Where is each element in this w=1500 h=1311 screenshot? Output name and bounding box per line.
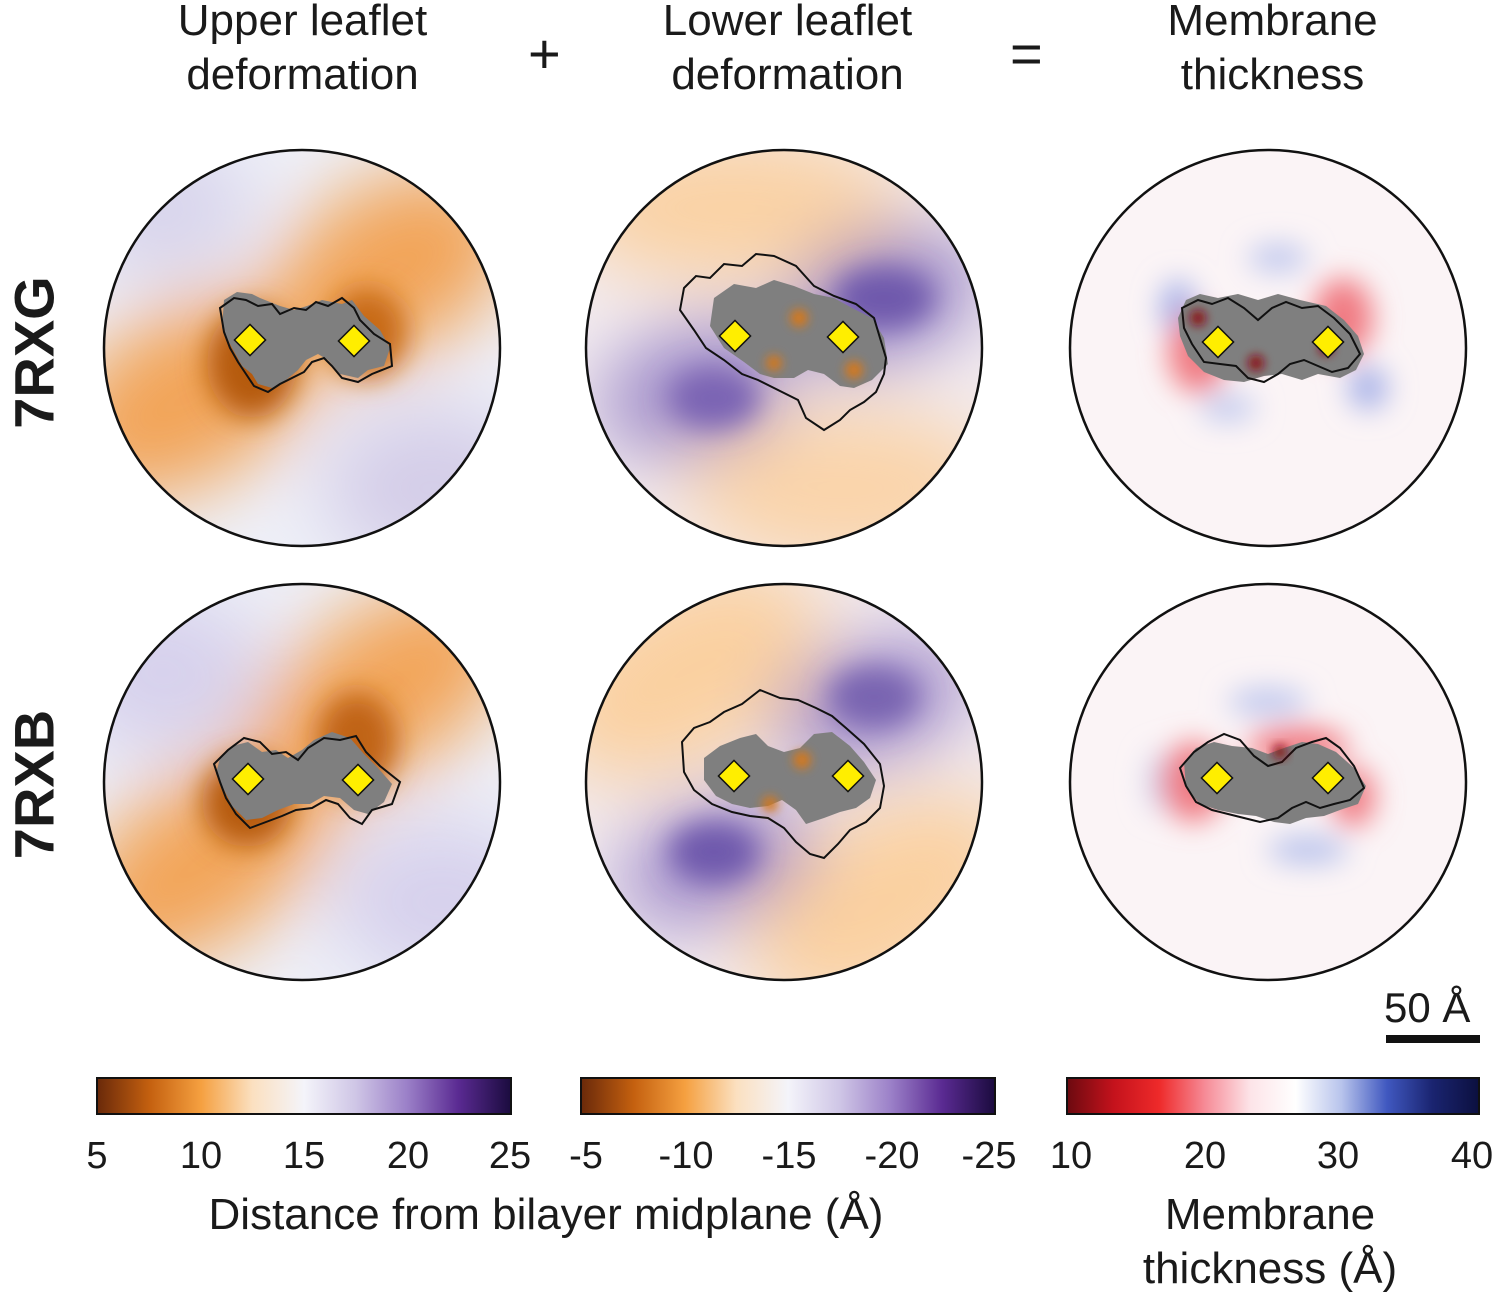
protein-footprint (710, 280, 888, 388)
colorbar-title-thickness: Membrane thickness (Å) (1090, 1188, 1450, 1296)
colorbar-upper (96, 1077, 512, 1115)
colorbar-thickness (1066, 1077, 1480, 1115)
header-upper-line2: deformation (186, 50, 419, 99)
tick-label: -25 (961, 1135, 1017, 1177)
yellow-marker (826, 320, 860, 354)
header-upper-line1: Upper leaflet (177, 0, 428, 45)
tick-label: -10 (658, 1135, 714, 1177)
tick-label: -15 (761, 1135, 817, 1177)
yellow-marker (717, 759, 751, 793)
equals-sign: = (1010, 22, 1043, 85)
yellow-marker (718, 319, 752, 353)
tick-label: 25 (488, 1135, 532, 1177)
panel-lower-7rxg (584, 148, 984, 548)
tick-label: 30 (1316, 1135, 1360, 1177)
header-thickness-line2: thickness (1180, 50, 1365, 99)
panel-upper-7rxb (102, 582, 502, 982)
protein-outline (1180, 296, 1362, 384)
protein-outline (218, 296, 394, 394)
protein-footprint (1178, 294, 1364, 382)
tick-label: 40 (1450, 1135, 1494, 1177)
header-membrane-thickness: Membrane thickness (1100, 0, 1445, 102)
protein-footprint (1184, 742, 1366, 824)
colorbar-title-distance: Distance from bilayer midplane (Å) (208, 1190, 884, 1239)
tick-label: -5 (569, 1135, 603, 1177)
tick-label: 15 (282, 1135, 326, 1177)
plus-sign: + (528, 22, 561, 85)
panel-upper-7rxg (102, 148, 502, 548)
header-upper-leaflet: Upper leaflet deformation (130, 0, 475, 102)
row-label-7rxg: 7RXG (2, 276, 66, 429)
tick-label: 20 (386, 1135, 430, 1177)
thickness-title-line1: Membrane (1164, 1190, 1376, 1239)
yellow-marker (341, 763, 375, 797)
scale-bar (1386, 1035, 1480, 1043)
yellow-marker (337, 324, 371, 358)
yellow-marker (831, 759, 865, 793)
header-lower-line2: deformation (671, 50, 904, 99)
row-label-7rxb: 7RXB (2, 709, 66, 860)
protein-outline (678, 252, 888, 432)
tick-label: 10 (1049, 1135, 1093, 1177)
yellow-marker (1311, 325, 1345, 359)
scale-bar-label: 50 Å (1384, 984, 1471, 1031)
yellow-marker (1201, 325, 1235, 359)
tick-label: 20 (1183, 1135, 1227, 1177)
protein-footprint (704, 732, 876, 824)
protein-outline (212, 734, 402, 830)
yellow-marker (233, 323, 267, 357)
tick-label: 5 (86, 1135, 108, 1177)
tick-label: -20 (864, 1135, 920, 1177)
panel-thickness-7rxb (1068, 582, 1468, 982)
tick-label: 10 (179, 1135, 223, 1177)
yellow-marker (1311, 761, 1345, 795)
colorbar-lower (580, 1077, 996, 1115)
header-thickness-line1: Membrane (1167, 0, 1378, 45)
yellow-marker (231, 762, 265, 796)
protein-footprint (216, 732, 392, 820)
yellow-marker (1200, 761, 1234, 795)
protein-footprint (222, 292, 390, 388)
protein-outline (680, 688, 886, 860)
panel-thickness-7rxg (1068, 148, 1468, 548)
panel-lower-7rxb (584, 582, 984, 982)
protein-outline (1178, 732, 1366, 824)
header-lower-leaflet: Lower leaflet deformation (615, 0, 960, 102)
header-lower-line1: Lower leaflet (662, 0, 913, 45)
thickness-title-line2: thickness (Å) (1142, 1244, 1398, 1293)
